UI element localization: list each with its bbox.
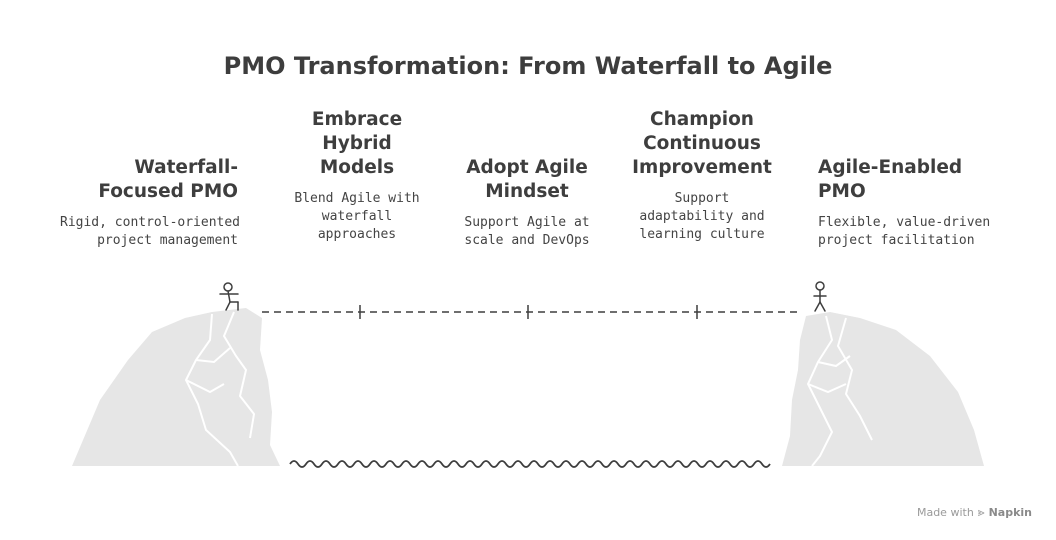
step-heading: Agile-Enabled PMO bbox=[818, 157, 963, 202]
step-heading: Adopt Agile Mindset bbox=[466, 157, 588, 202]
step-heading: Waterfall- Focused PMO bbox=[98, 157, 238, 202]
brand-name: Napkin bbox=[988, 506, 1032, 519]
made-with-footer: Made with ⪢ Napkin bbox=[917, 505, 1032, 520]
step-heading: Champion Continuous Improvement bbox=[632, 109, 772, 178]
step-continuous-improvement: Champion Continuous Improvement Support … bbox=[612, 108, 792, 244]
step-agile-mindset: Adopt Agile Mindset Support Agile at sca… bbox=[447, 156, 607, 250]
napkin-logo-icon: ⪢ bbox=[977, 505, 985, 519]
step-description: Rigid, control-oriented project manageme… bbox=[60, 215, 241, 248]
left-cliff bbox=[72, 308, 280, 467]
diagram-title: PMO Transformation: From Waterfall to Ag… bbox=[223, 52, 833, 80]
stick-figure-goal-icon bbox=[813, 281, 827, 312]
step-description: Blend Agile with waterfall approaches bbox=[294, 191, 420, 242]
stick-figure-start-icon bbox=[219, 282, 239, 311]
step-waterfall-pmo: Waterfall- Focused PMO Rigid, control-or… bbox=[60, 156, 241, 250]
step-agile-enabled-pmo: Agile-Enabled PMO Flexible, value-driven… bbox=[818, 156, 1018, 250]
step-heading: Embrace Hybrid Models bbox=[311, 109, 403, 178]
right-cliff bbox=[782, 312, 984, 467]
step-description: Support Agile at scale and DevOps bbox=[464, 215, 590, 248]
step-description: Support adaptability and learning cultur… bbox=[639, 191, 765, 242]
made-with-label: Made with bbox=[916, 506, 974, 519]
step-hybrid-models: Embrace Hybrid Models Blend Agile with w… bbox=[277, 108, 437, 244]
step-description: Flexible, value-driven project facilitat… bbox=[818, 215, 991, 248]
water-wave bbox=[289, 460, 771, 468]
